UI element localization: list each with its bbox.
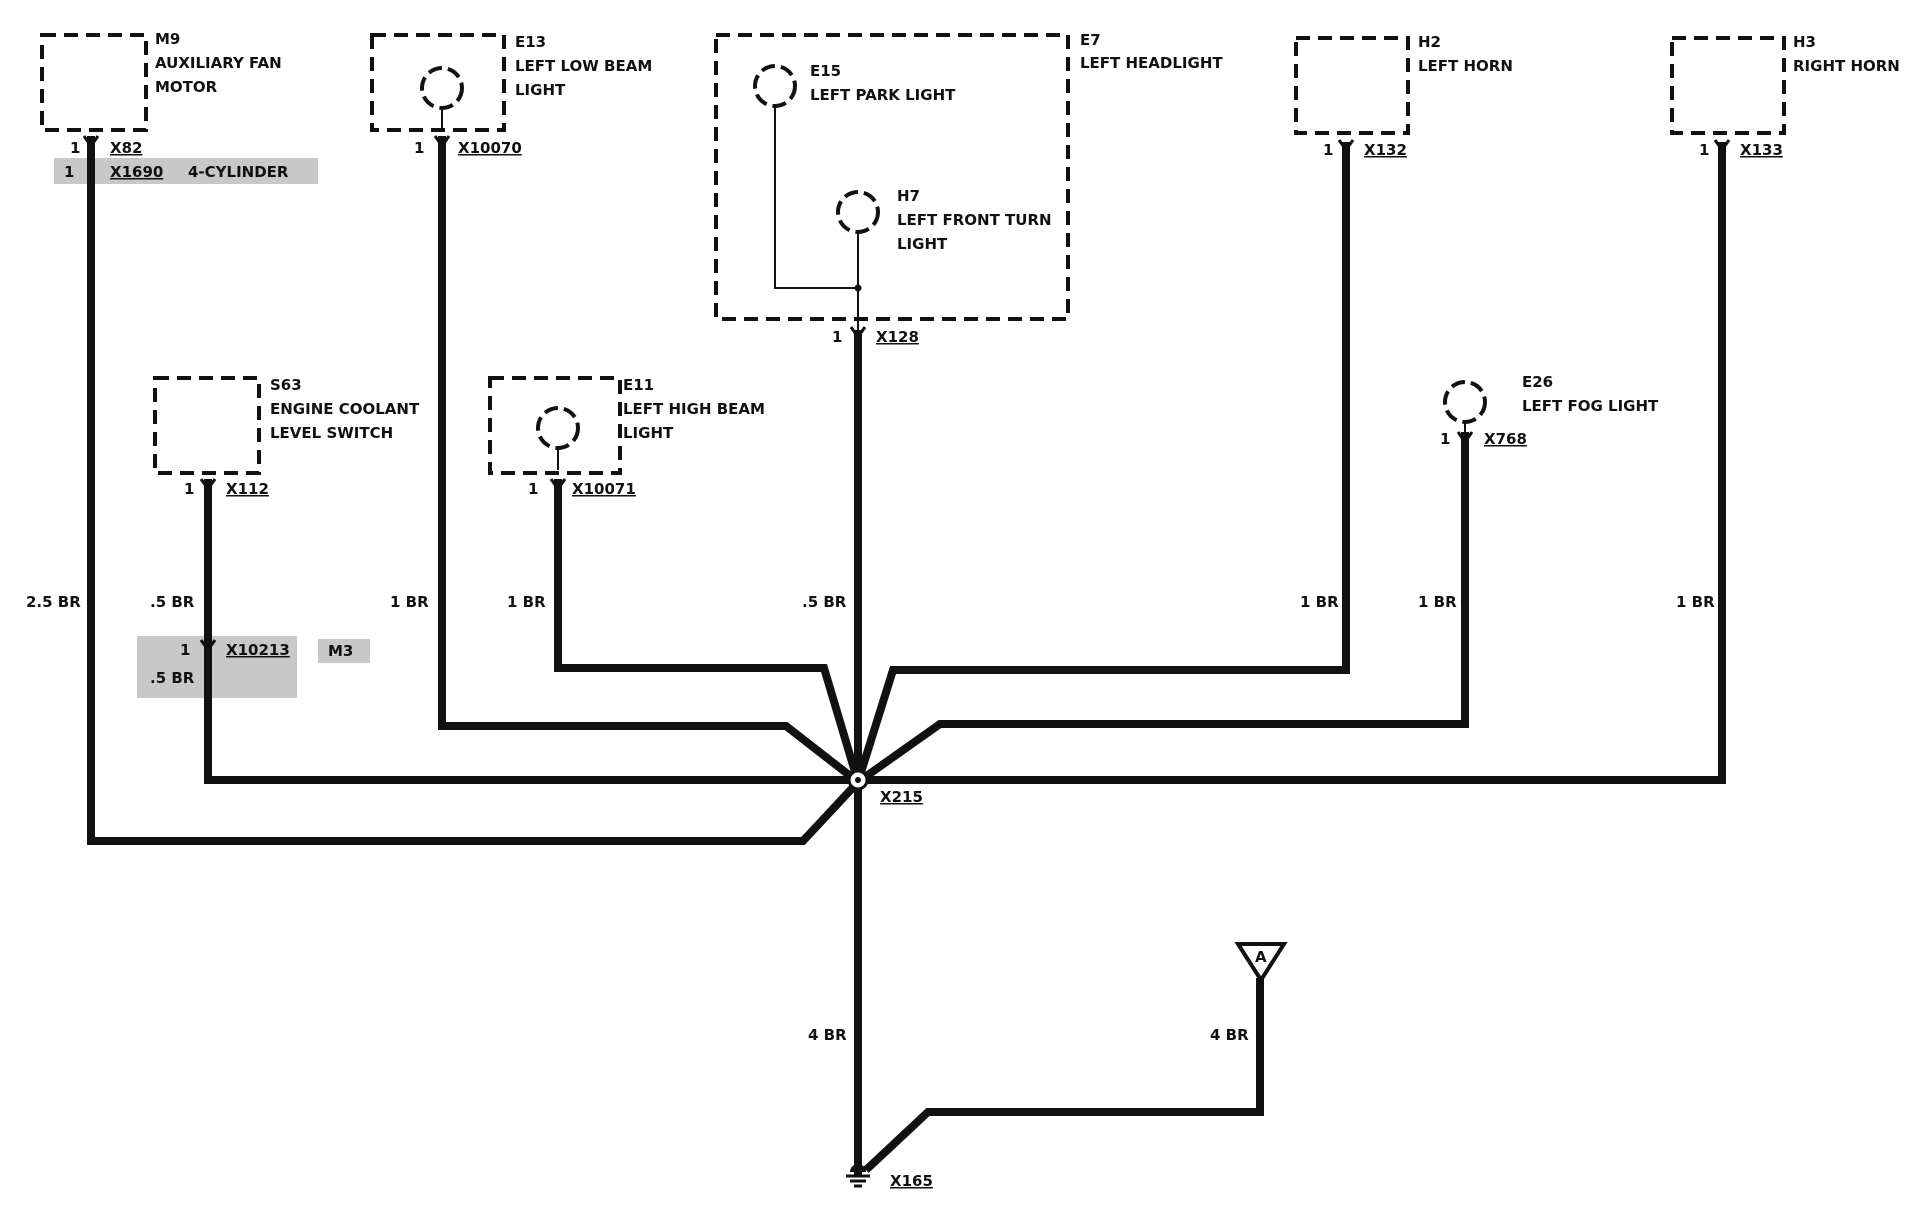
x10213-note: M3 xyxy=(328,642,353,660)
e11-name-line1: LEFT HIGH BEAM xyxy=(623,400,765,418)
x10213-pin: 1 xyxy=(180,641,190,659)
h7-lamp-icon xyxy=(836,190,880,250)
e15-lamp-icon xyxy=(753,64,797,125)
e13-wire xyxy=(438,136,861,786)
s63-name-line1: ENGINE COOLANT xyxy=(270,400,420,418)
e26-wire-label: 1 BR xyxy=(1418,593,1457,611)
x133-pin: 1 xyxy=(1699,141,1709,159)
e13-component-box xyxy=(370,33,506,132)
h3-component-box xyxy=(1670,36,1786,135)
h3-name: RIGHT HORN xyxy=(1793,57,1900,75)
e26-name: LEFT FOG LIGHT xyxy=(1522,397,1659,415)
s63-lower-wire-label: .5 BR xyxy=(150,669,195,687)
x132-pin: 1 xyxy=(1323,141,1333,159)
e15-id: E15 xyxy=(810,62,841,80)
x768-pin: 1 xyxy=(1440,430,1450,448)
x128-pin: 1 xyxy=(832,328,842,346)
e7-component-box xyxy=(714,33,1070,321)
h7-id: H7 xyxy=(897,187,920,205)
x768-name: X768 xyxy=(1484,430,1527,448)
e7-wire-label: .5 BR xyxy=(802,593,847,611)
h7-name-line2: LIGHT xyxy=(897,235,948,253)
h2-wire-label: 1 BR xyxy=(1300,593,1339,611)
e11-component-box xyxy=(488,376,622,475)
x10213-name: X10213 xyxy=(226,641,290,659)
e13-id: E13 xyxy=(515,33,546,51)
option-highlight-m3 xyxy=(318,639,370,663)
e13-name-line2: LIGHT xyxy=(515,81,566,99)
reference-a-icon: A xyxy=(1234,942,1288,984)
x1690-note: 4-CYLINDER xyxy=(188,163,289,181)
h2-id: H2 xyxy=(1418,33,1441,51)
ref-a-wire xyxy=(863,978,1264,1173)
e13-wire-label: 1 BR xyxy=(390,593,429,611)
m9-id: M9 xyxy=(155,30,180,48)
m9-name-line2: MOTOR xyxy=(155,78,218,96)
s63-component-box xyxy=(153,376,261,475)
e11-name-line2: LIGHT xyxy=(623,424,674,442)
e11-id: E11 xyxy=(623,376,654,394)
x82-pin: 1 xyxy=(70,139,80,157)
s63-id: S63 xyxy=(270,376,302,394)
e11-wire xyxy=(554,479,862,784)
svg-text:A: A xyxy=(1255,948,1267,966)
x112-pin: 1 xyxy=(184,480,194,498)
e7-name: LEFT HEADLIGHT xyxy=(1080,54,1223,72)
x82-name: X82 xyxy=(110,139,142,157)
x10071-pin: 1 xyxy=(528,480,538,498)
x215-splice-icon xyxy=(847,769,869,791)
ground-wire-label: 4 BR xyxy=(808,1026,847,1044)
x132-name: X132 xyxy=(1364,141,1407,159)
x10070-pin: 1 xyxy=(414,139,424,157)
ref-a-wire-label: 4 BR xyxy=(1210,1026,1249,1044)
e15-name: LEFT PARK LIGHT xyxy=(810,86,956,104)
e11-lamp-icon xyxy=(536,406,580,470)
x128-name: X128 xyxy=(876,328,919,346)
m9-wire xyxy=(87,136,861,845)
x1690-name: X1690 xyxy=(110,163,163,181)
x10070-name: X10070 xyxy=(458,139,522,157)
s63-name-line2: LEVEL SWITCH xyxy=(270,424,393,442)
x1690-pin: 1 xyxy=(64,163,74,181)
x133-name: X133 xyxy=(1740,141,1783,159)
h3-wire-label: 1 BR xyxy=(1676,593,1715,611)
e26-lamp-icon xyxy=(1443,380,1487,440)
m9-name-line1: AUXILIARY FAN xyxy=(155,54,282,72)
h2-name: LEFT HORN xyxy=(1418,57,1513,75)
m9-wire-label: 2.5 BR xyxy=(26,593,81,611)
option-highlight-4-cylinder xyxy=(54,158,318,184)
e13-lamp-icon xyxy=(420,66,464,128)
e26-wire xyxy=(855,432,1469,786)
e11-wire-label: 1 BR xyxy=(507,593,546,611)
e7-internal-splice xyxy=(854,284,862,292)
x165-name: X165 xyxy=(890,1172,933,1190)
e15-internal-wire xyxy=(774,125,858,289)
s63-wire-label: .5 BR xyxy=(150,593,195,611)
h2-wire xyxy=(854,142,1350,784)
e26-id: E26 xyxy=(1522,373,1553,391)
x215-name: X215 xyxy=(880,788,923,806)
option-highlight-x10213 xyxy=(137,636,297,698)
m9-component-box xyxy=(40,33,148,132)
x10071-name: X10071 xyxy=(572,480,636,498)
h3-wire xyxy=(858,142,1726,784)
h2-component-box xyxy=(1294,36,1410,135)
x112-name: X112 xyxy=(226,480,269,498)
ground-icon xyxy=(846,1164,870,1188)
e13-name-line1: LEFT LOW BEAM xyxy=(515,57,652,75)
e7-id: E7 xyxy=(1080,31,1101,49)
h7-name-line1: LEFT FRONT TURN xyxy=(897,211,1052,229)
s63-wire xyxy=(204,479,858,784)
h3-id: H3 xyxy=(1793,33,1816,51)
